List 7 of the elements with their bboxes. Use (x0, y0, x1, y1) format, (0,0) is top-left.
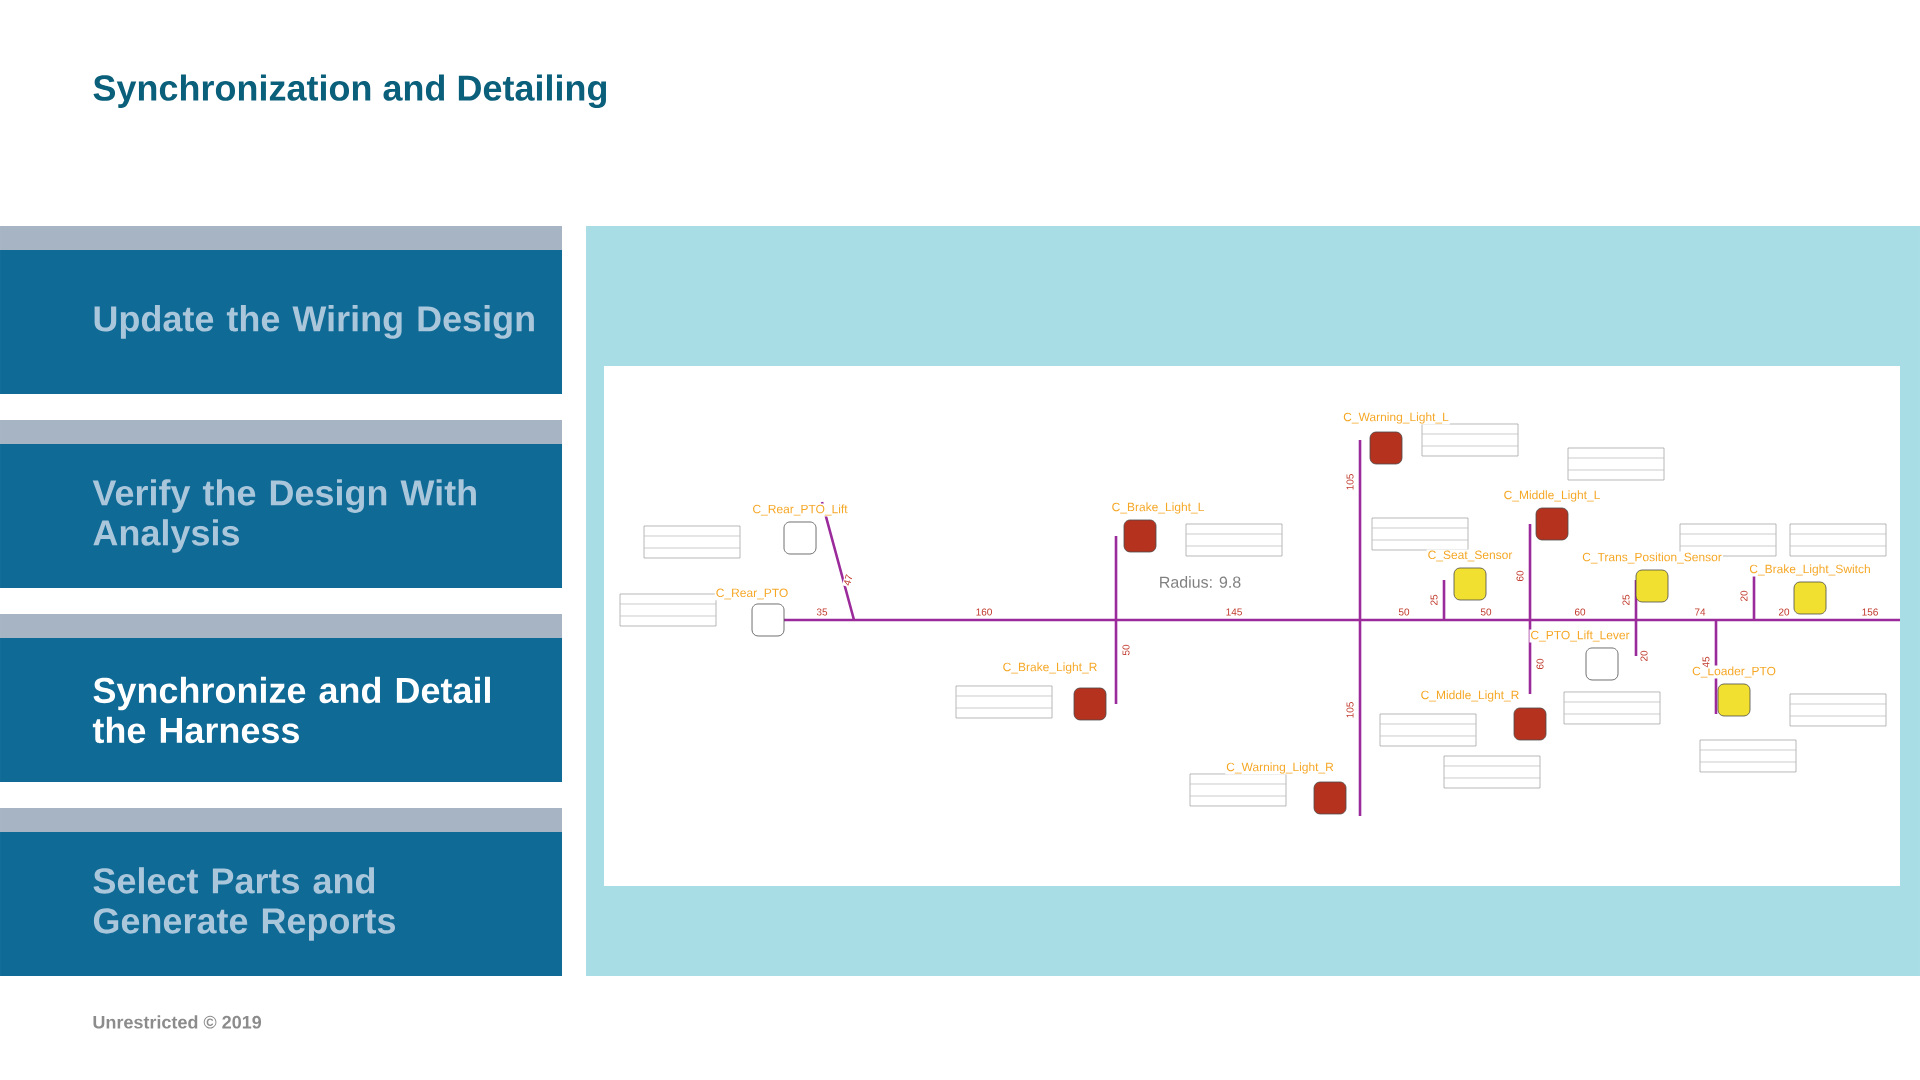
footer-text: Unrestricted © 2019 (93, 1015, 262, 1029)
menu-box: Update the Wiring Design (0, 250, 562, 394)
radius-readout: Radius: 9.8 (1160, 576, 1241, 588)
menu-box: Synchronize and Detail the Harness (0, 638, 562, 782)
menu-box: Select Parts and Generate Reports (0, 832, 562, 976)
menu-box: Verify the Design With Analysis (0, 444, 562, 588)
slide-title: Synchronization and Detailing (93, 74, 607, 109)
